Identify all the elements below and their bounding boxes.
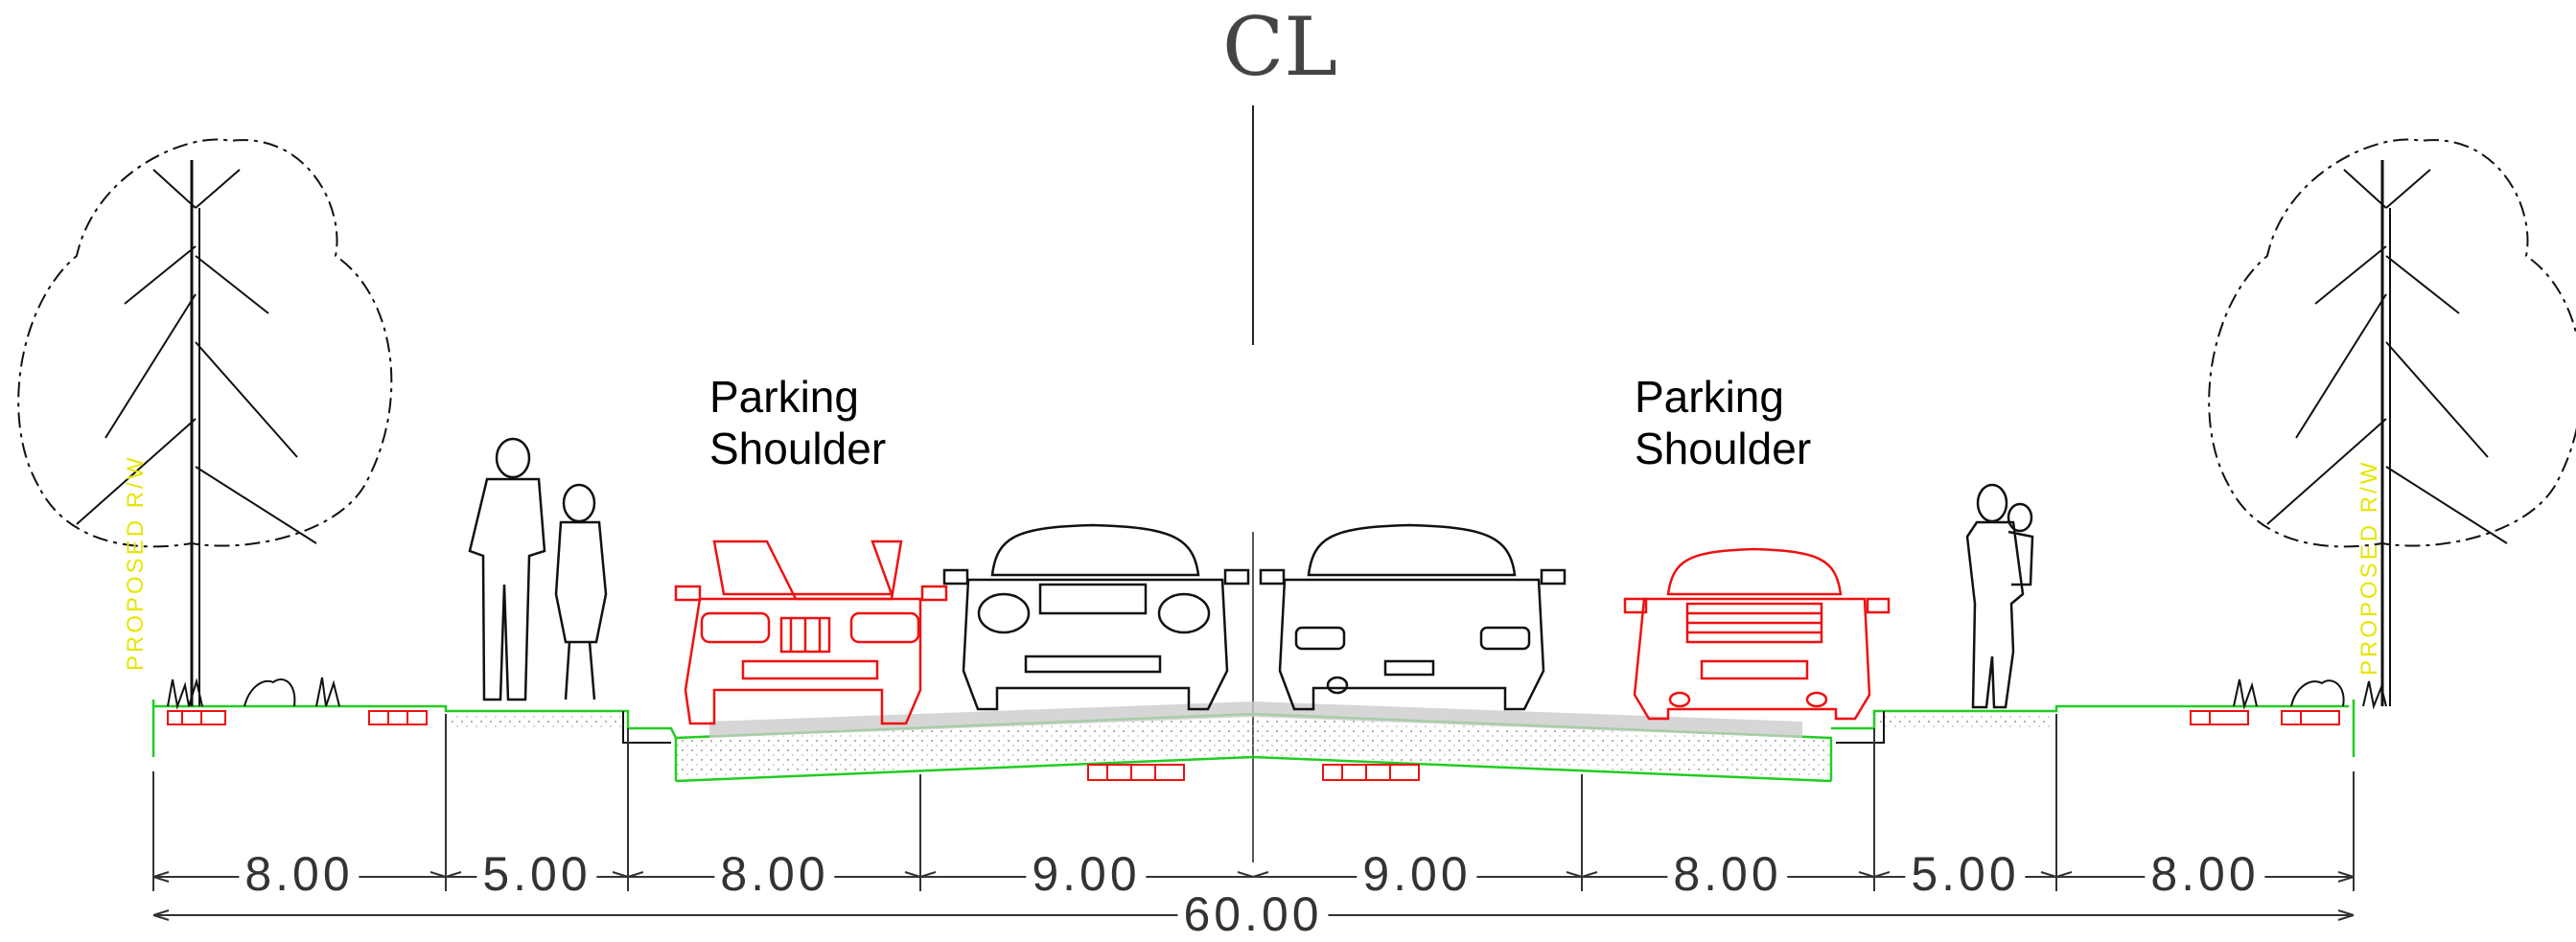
car-front-icon (674, 540, 948, 725)
car-rear-icon (1623, 547, 1891, 721)
pavement (709, 701, 1802, 738)
centerline-mark: CL (1222, 0, 1338, 94)
row-label-right: PROPOSED R/W (2356, 459, 2382, 676)
shrub-icon (167, 677, 2387, 710)
dimension-segment: 5.00 (1905, 846, 2026, 902)
dimension-segment: 8.00 (1667, 846, 1788, 902)
row-label-left: PROPOSED R/W (123, 454, 149, 671)
paver-icon (167, 710, 2340, 781)
dimension-segment: 9.00 (1026, 846, 1147, 902)
curbs (622, 711, 1885, 744)
dimension-total: 60.00 (1177, 886, 1329, 942)
zone-label-right-line2: Shoulder (1635, 424, 1812, 473)
dimension-segment: 9.00 (1357, 846, 1477, 902)
dimension-segment: 8.00 (714, 846, 835, 902)
zone-label-right-line1: Parking (1635, 372, 1784, 422)
subbase-fill (451, 713, 2052, 778)
pedestrian-couple-icon (468, 437, 608, 701)
dimension-segment: 8.00 (2145, 846, 2265, 902)
car-rear-icon (1259, 523, 1566, 711)
car-front-icon (942, 523, 1250, 711)
zone-label-left-line2: Shoulder (709, 424, 887, 473)
dimension-segment: 8.00 (239, 846, 360, 902)
tree-icon (2207, 138, 2576, 708)
person-carrying-child-icon (1965, 483, 2034, 709)
zone-label-left-line1: Parking (709, 372, 859, 422)
dimension-segment: 5.00 (476, 846, 597, 902)
tree-icon (16, 138, 393, 708)
